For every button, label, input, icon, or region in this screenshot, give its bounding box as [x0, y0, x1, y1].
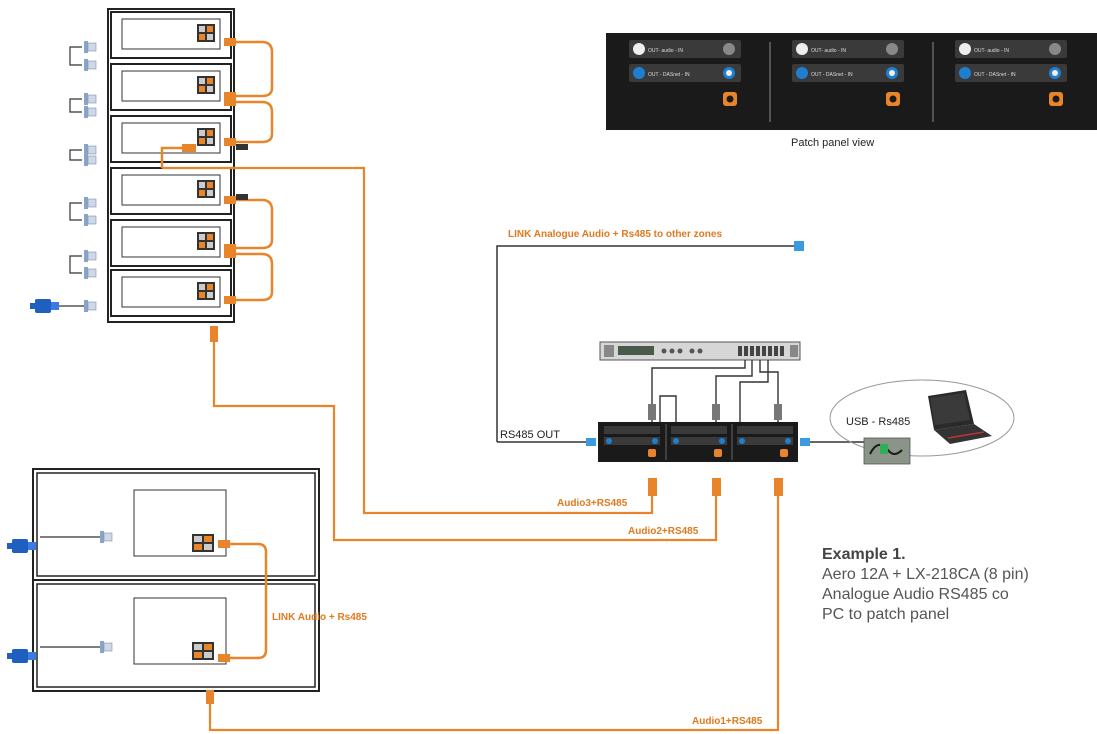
caption-line-1: Aero 12A + LX-218CA (8 pin): [822, 566, 1029, 583]
rs485-out-link: RS485 OUT: [497, 429, 596, 446]
power-connectors-left: [83, 40, 97, 313]
processor-to-panel-cables: [651, 360, 779, 422]
patch-panel-view: OUT- audio - IN OUT - DASnet - IN OUT- a…: [606, 33, 1097, 149]
speaker-stack-bottom: LINK Audio + Rs485: [7, 468, 367, 704]
speaker-unit-5: [110, 219, 232, 267]
patch-label-audio-2: OUT- audio - IN: [811, 48, 846, 54]
audio2-label: Audio2+RS485: [628, 526, 699, 537]
patch-label-dasnet-1: OUT - DASnet - IN: [648, 72, 690, 78]
speaker-unit-4: [110, 167, 232, 215]
audio3-label: Audio3+RS485: [557, 498, 628, 509]
rs485-out-label: RS485 OUT: [500, 429, 560, 441]
patch-panel-view-label: Patch panel view: [791, 137, 874, 149]
patch-label-audio-3: OUT- audio - IN: [974, 48, 1009, 54]
patch-panel-small: [598, 422, 798, 462]
audio1-label: Audio1+RS485: [692, 716, 763, 727]
speaker-unit-3: [110, 115, 232, 163]
patch-label-audio-1: OUT- audio - IN: [648, 48, 683, 54]
link-audio-label: LINK Audio + Rs485: [272, 612, 367, 623]
link-zones-cable: LINK Analogue Audio + Rs485 to other zon…: [496, 229, 804, 442]
mains-plug-icon: [30, 299, 59, 313]
caption-title: Example 1.: [822, 546, 906, 563]
patch-label-dasnet-3: OUT - DASnet - IN: [974, 72, 1016, 78]
usb-rs485-label: USB - Rs485: [846, 416, 910, 428]
audio-cables: [162, 166, 780, 732]
link-zones-label: LINK Analogue Audio + Rs485 to other zon…: [508, 229, 722, 240]
speaker-unit-1: [110, 11, 232, 59]
caption-line-3: PC to patch panel: [822, 606, 950, 623]
mains-plug-icon: [7, 539, 36, 553]
mains-plug-icon: [7, 649, 36, 663]
usb-adapter-icon: [863, 437, 911, 465]
caption-line-2: Analogue Audio RS485 co: [822, 586, 1009, 603]
xlr-connectors: [648, 478, 783, 496]
speaker-unit-2: [110, 63, 232, 111]
usb-rs485-link: USB - Rs485: [800, 379, 1015, 465]
processor-unit: [599, 341, 801, 361]
laptop-icon: [928, 390, 992, 444]
patch-label-dasnet-2: OUT - DASnet - IN: [811, 72, 853, 78]
example-caption: Example 1. Aero 12A + LX-218CA (8 pin) A…: [822, 545, 1029, 625]
speaker-unit-6: [110, 269, 232, 317]
speaker-stack-column: [30, 8, 274, 342]
